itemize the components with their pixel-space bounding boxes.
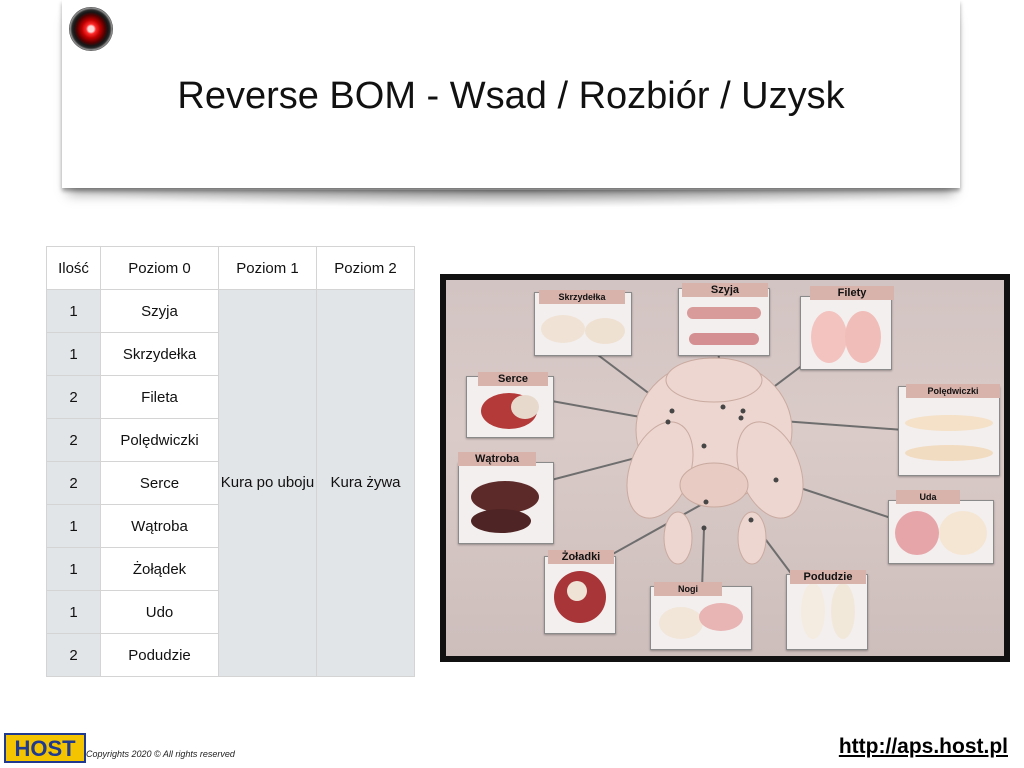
liver-photo bbox=[458, 462, 554, 544]
level-2-cell: Kura żywa bbox=[316, 289, 415, 677]
table-row: 2 Podudzie bbox=[46, 633, 415, 677]
level-1-cell: Kura po uboju bbox=[218, 289, 317, 677]
bom-table: Ilość Poziom 0 Poziom 1 Poziom 2 1 Szyja… bbox=[46, 246, 415, 677]
host-logo: HOST bbox=[4, 733, 86, 763]
chicken-cuts-diagram: Skrzydełka Szyja Filety Serce Polędwiczk… bbox=[440, 274, 1010, 662]
header-level-2: Poziom 2 bbox=[316, 246, 415, 290]
table-row: 1 Skrzydełka bbox=[46, 332, 415, 376]
part-cell: Skrzydełka bbox=[100, 332, 219, 376]
neck-photo bbox=[678, 288, 770, 356]
qty-cell: 1 bbox=[46, 332, 101, 376]
tenderloins-label: Polędwiczki bbox=[906, 384, 1000, 398]
heart-photo bbox=[466, 376, 554, 438]
table-row: 1 Żołądek bbox=[46, 547, 415, 591]
part-cell: Serce bbox=[100, 461, 219, 505]
part-cell: Podudzie bbox=[100, 633, 219, 677]
wings-label: Skrzydełka bbox=[539, 290, 625, 304]
qty-cell: 2 bbox=[46, 633, 101, 677]
qty-cell: 1 bbox=[46, 504, 101, 548]
part-cell: Polędwiczki bbox=[100, 418, 219, 462]
neck-label: Szyja bbox=[682, 283, 768, 297]
chicken-illustration bbox=[523, 339, 905, 591]
fillets-label: Filety bbox=[810, 286, 894, 300]
website-link[interactable]: http://aps.host.pl bbox=[838, 735, 1008, 758]
slide-title: Reverse BOM - Wsad / Rozbiór / Uzysk bbox=[177, 75, 845, 117]
qty-cell: 2 bbox=[46, 375, 101, 419]
liver-label: Wątroba bbox=[458, 452, 536, 466]
tenderloins-photo bbox=[898, 386, 1000, 476]
table-row: 2 Serce bbox=[46, 461, 415, 505]
diagram-background: Skrzydełka Szyja Filety Serce Polędwiczk… bbox=[446, 280, 1004, 656]
qty-cell: 1 bbox=[46, 590, 101, 634]
qty-cell: 2 bbox=[46, 418, 101, 462]
gizzard-photo bbox=[544, 556, 616, 634]
part-cell: Szyja bbox=[100, 289, 219, 333]
table-row: 1 Udo bbox=[46, 590, 415, 634]
table-header-row: Ilość Poziom 0 Poziom 1 Poziom 2 bbox=[46, 246, 415, 290]
qty-cell: 1 bbox=[46, 289, 101, 333]
header-level-1: Poziom 1 bbox=[218, 246, 317, 290]
table-row: 2 Fileta bbox=[46, 375, 415, 419]
host-logo-text: HOST bbox=[14, 736, 76, 761]
qty-cell: 2 bbox=[46, 461, 101, 505]
title-card bbox=[62, 0, 960, 188]
header-level-0: Poziom 0 bbox=[100, 246, 219, 290]
drumstick-label: Podudzie bbox=[790, 570, 866, 584]
table-row: 2 Polędwiczki bbox=[46, 418, 415, 462]
legs-photo bbox=[650, 586, 752, 650]
part-cell: Udo bbox=[100, 590, 219, 634]
legs-label: Nogi bbox=[654, 582, 722, 596]
red-eye-icon bbox=[69, 7, 113, 51]
gizzard-label: Żoładki bbox=[548, 550, 614, 564]
qty-cell: 1 bbox=[46, 547, 101, 591]
part-cell: Żołądek bbox=[100, 547, 219, 591]
copyright-text: Copyrights 2020 © All rights reserved bbox=[86, 749, 235, 759]
fillets-photo bbox=[800, 296, 892, 370]
table-row: 1 Wątroba bbox=[46, 504, 415, 548]
heart-label: Serce bbox=[478, 372, 548, 386]
thigh-label: Uda bbox=[896, 490, 960, 504]
header-qty: Ilość bbox=[46, 246, 101, 290]
title-card-shadow bbox=[60, 190, 962, 208]
drumstick-photo bbox=[786, 574, 868, 650]
table-row: 1 Szyja Kura po uboju Kura żywa bbox=[46, 289, 415, 677]
thigh-photo bbox=[888, 500, 994, 564]
part-cell: Wątroba bbox=[100, 504, 219, 548]
part-cell: Fileta bbox=[100, 375, 219, 419]
